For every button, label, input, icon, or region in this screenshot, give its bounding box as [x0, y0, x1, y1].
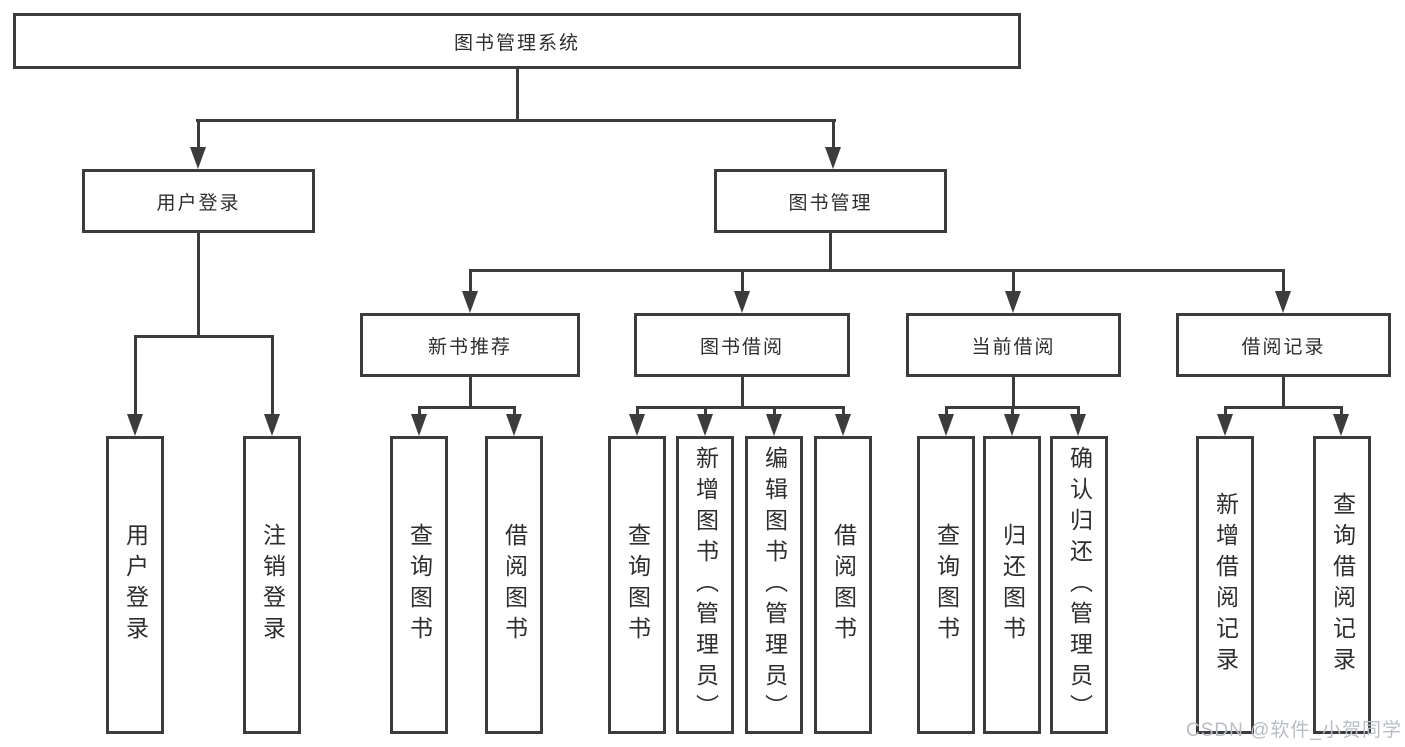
- leaf-logout-label: 注销登录: [259, 523, 286, 647]
- node-new-book-recommend-label: 新书推荐: [427, 336, 512, 358]
- arrowhead-down-icon: [825, 147, 841, 169]
- connector-line: [829, 233, 832, 272]
- leaf-add-book-admin-label: 新增图书（管理员）: [692, 445, 719, 725]
- leaf-query-book-recommend-label: 查询图书: [406, 523, 433, 647]
- node-borrow-record: 借阅记录: [1176, 313, 1391, 377]
- leaf-edit-book-admin-label: 编辑图书（管理员）: [761, 445, 788, 725]
- connector-line: [773, 406, 776, 418]
- connector-line: [1340, 406, 1343, 418]
- connector-line: [516, 69, 519, 121]
- arrowhead-down-icon: [1275, 291, 1291, 313]
- connector-line: [197, 233, 200, 338]
- connector-line: [418, 406, 421, 418]
- leaf-query-book-borrow: 查询图书: [608, 436, 666, 734]
- arrowhead-down-icon: [411, 414, 427, 436]
- node-new-book-recommend: 新书推荐: [360, 313, 580, 377]
- leaf-return-book-label: 归还图书: [999, 523, 1026, 647]
- connector-line: [741, 269, 744, 293]
- connector-line: [704, 406, 707, 418]
- node-root: 图书管理系统: [13, 13, 1021, 69]
- connector-line: [134, 335, 137, 416]
- connector-line: [469, 377, 472, 409]
- connector-line: [196, 119, 836, 122]
- connector-line: [1224, 406, 1227, 418]
- arrowhead-down-icon: [1333, 414, 1349, 436]
- leaf-query-borrow-record: 查询借阅记录: [1313, 436, 1371, 734]
- leaf-confirm-return-admin: 确认归还（管理员）: [1050, 436, 1108, 734]
- connector-line: [1012, 377, 1015, 409]
- arrowhead-down-icon: [1070, 414, 1086, 436]
- arrowhead-down-icon: [734, 291, 750, 313]
- leaf-add-borrow-record-label: 新增借阅记录: [1212, 492, 1239, 678]
- leaf-user-login-label: 用户登录: [122, 523, 149, 647]
- connector-line: [469, 269, 1285, 272]
- leaf-edit-book-admin: 编辑图书（管理员）: [745, 436, 803, 734]
- leaf-add-borrow-record: 新增借阅记录: [1196, 436, 1254, 734]
- arrowhead-down-icon: [190, 147, 206, 169]
- connector-line: [134, 335, 274, 338]
- connector-line: [945, 406, 948, 418]
- connector-line: [513, 406, 516, 418]
- connector-line: [832, 119, 835, 150]
- node-book-borrow: 图书借阅: [634, 313, 850, 377]
- watermark: CSDN @软件_小贺同学: [1186, 720, 1402, 741]
- connector-line: [418, 406, 516, 409]
- leaf-query-book-current: 查询图书: [917, 436, 975, 734]
- node-borrow-record-label: 借阅记录: [1241, 336, 1326, 358]
- arrowhead-down-icon: [1005, 291, 1021, 313]
- leaf-query-book-recommend: 查询图书: [390, 436, 448, 734]
- node-current-borrow: 当前借阅: [906, 313, 1121, 377]
- connector-line: [636, 406, 639, 418]
- arrowhead-down-icon: [938, 414, 954, 436]
- leaf-query-book-current-label: 查询图书: [933, 523, 960, 647]
- leaf-borrow-book-label: 借阅图书: [830, 523, 857, 647]
- arrowhead-down-icon: [506, 414, 522, 436]
- leaf-logout: 注销登录: [243, 436, 301, 734]
- arrowhead-down-icon: [462, 291, 478, 313]
- leaf-borrow-book-recommend-label: 借阅图书: [501, 523, 528, 647]
- arrowhead-down-icon: [697, 414, 713, 436]
- connector-line: [197, 119, 200, 150]
- leaf-add-book-admin: 新增图书（管理员）: [676, 436, 734, 734]
- leaf-confirm-return-admin-label: 确认归还（管理员）: [1066, 445, 1093, 725]
- node-root-label: 图书管理系统: [453, 32, 580, 54]
- connector-line: [1011, 406, 1014, 418]
- arrowhead-down-icon: [766, 414, 782, 436]
- node-book-borrow-label: 图书借阅: [699, 336, 784, 358]
- node-book-management-branch: 图书管理: [714, 169, 947, 233]
- arrowhead-down-icon: [629, 414, 645, 436]
- leaf-query-book-borrow-label: 查询图书: [624, 523, 651, 647]
- arrowhead-down-icon: [835, 414, 851, 436]
- arrowhead-down-icon: [1004, 414, 1020, 436]
- node-user-login-branch: 用户登录: [82, 169, 315, 233]
- arrowhead-down-icon: [127, 414, 143, 436]
- connector-line: [1282, 269, 1285, 293]
- leaf-borrow-book-recommend: 借阅图书: [485, 436, 543, 734]
- leaf-return-book: 归还图书: [983, 436, 1041, 734]
- connector-line: [271, 335, 274, 416]
- connector-line: [1282, 377, 1285, 409]
- connector-line: [469, 269, 472, 293]
- connector-line: [1224, 406, 1343, 409]
- leaf-query-borrow-record-label: 查询借阅记录: [1329, 492, 1356, 678]
- connector-line: [636, 406, 845, 409]
- connector-line: [1077, 406, 1080, 418]
- leaf-user-login: 用户登录: [106, 436, 164, 734]
- connector-line: [1012, 269, 1015, 293]
- connector-line: [842, 406, 845, 418]
- connector-line: [741, 377, 744, 409]
- node-book-management-label: 图书管理: [788, 192, 873, 214]
- arrowhead-down-icon: [1217, 414, 1233, 436]
- node-user-login-label: 用户登录: [156, 192, 241, 214]
- arrowhead-down-icon: [264, 414, 280, 436]
- leaf-borrow-book: 借阅图书: [814, 436, 872, 734]
- node-current-borrow-label: 当前借阅: [971, 336, 1056, 358]
